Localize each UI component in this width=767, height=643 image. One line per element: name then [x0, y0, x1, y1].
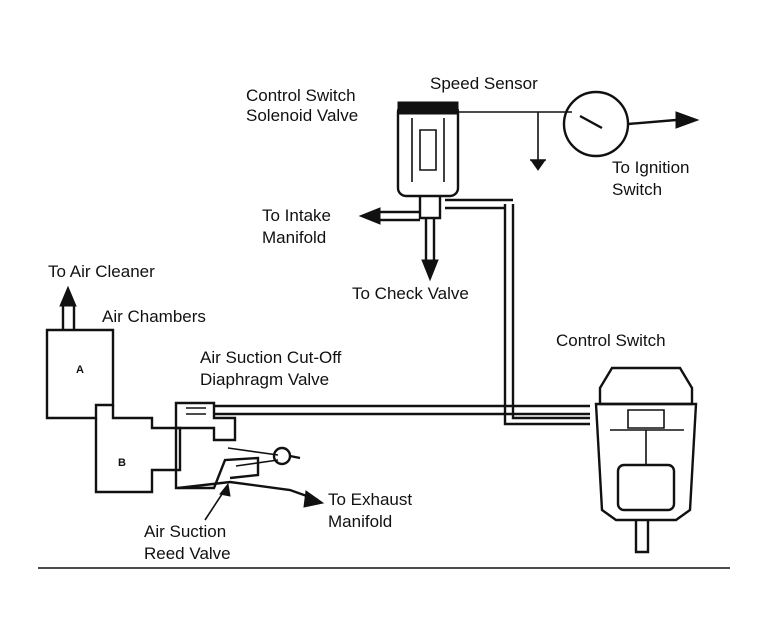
fitting-stub [289, 454, 301, 460]
check-valve-label: To Check Valve [352, 284, 469, 303]
sensor-needle [579, 114, 603, 130]
exhaust-arrow-icon [303, 490, 325, 508]
valve-fitting [272, 446, 292, 466]
control-switch-outlet [634, 520, 650, 554]
control-switch-chamber [616, 463, 676, 512]
control-switch-body [594, 402, 698, 522]
diaphragm-valve [174, 401, 237, 442]
solenoid-valve-body [396, 102, 460, 198]
intake-label-line1: To Intake [262, 206, 331, 225]
air-chamber-a [45, 328, 115, 420]
solenoid-core [411, 118, 445, 182]
reed-valve-body [174, 428, 260, 490]
check-valve-pipe [424, 218, 436, 262]
air-cleaner-label: To Air Cleaner [48, 262, 155, 281]
air-chambers-label: Air Chambers [102, 307, 206, 326]
exhaust-pipe [177, 480, 319, 502]
air-cleaner-arrow-icon [59, 285, 77, 307]
exhaust-label-line1: To Exhaust [328, 490, 413, 509]
reed-label-line2: Reed Valve [144, 544, 231, 563]
check-valve-arrow-icon [421, 259, 439, 282]
control-switch-detail [610, 409, 684, 465]
solenoid-to-riser [445, 198, 513, 210]
ignition-label-line2: Switch [612, 180, 663, 199]
air-chamber-b [94, 405, 182, 494]
ignition-arrow-icon [675, 111, 700, 129]
intake-pipe [378, 210, 420, 222]
ignition-label-line1: To Ignition [612, 158, 690, 177]
speed-sensor-label: Speed Sensor [430, 74, 538, 93]
exhaust-label-line2: Manifold [328, 512, 393, 531]
ground-icon [530, 159, 546, 171]
solenoid-cap [397, 101, 459, 115]
solenoid-label-line2: Solenoid Valve [246, 106, 359, 125]
cutoff-label-line1: Air Suction Cut-Off [200, 348, 342, 367]
reed-label-line1: Air Suction [144, 522, 227, 541]
valve-detail [186, 407, 279, 467]
control-switch-cap [598, 366, 694, 406]
chamber-a-label: A [76, 364, 84, 376]
solenoid-base [418, 196, 442, 220]
cutoff-label-line2: Diaphragm Valve [200, 370, 330, 389]
sensor-wire [458, 111, 572, 161]
control-switch-label: Control Switch [556, 331, 666, 350]
chamber-b-label: B [118, 457, 126, 469]
intake-label-line2: Manifold [262, 228, 327, 247]
vacuum-line-riser [503, 204, 590, 426]
vacuum-line-main [214, 404, 590, 416]
reed-leader-arrow-icon [219, 482, 231, 497]
intake-arrow-icon [358, 207, 381, 225]
ignition-wire [627, 118, 677, 126]
air-cleaner-pipe [61, 305, 76, 330]
solenoid-label-line1: Control Switch [246, 86, 356, 105]
